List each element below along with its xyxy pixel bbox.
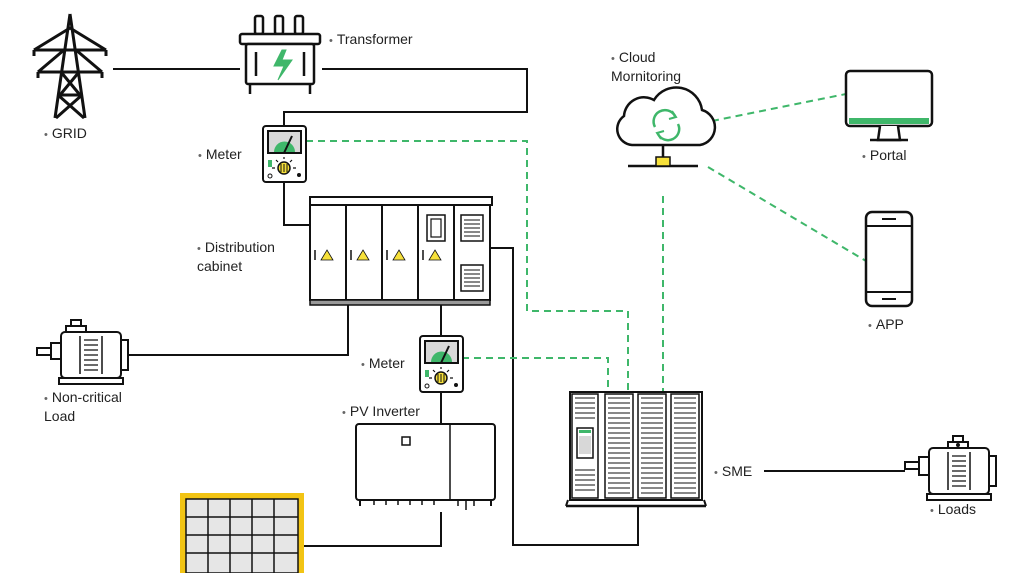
power-wires — [113, 68, 905, 547]
comm-meter-sme — [306, 140, 629, 392]
distribution-cabinet-icon — [309, 196, 493, 306]
wire-inverter-solar — [304, 512, 442, 547]
label-sme: •SME — [714, 463, 753, 479]
monitor-icon — [844, 69, 934, 142]
cloud-label-line2: Mornitoring — [611, 68, 682, 84]
label-loads: •Loads — [930, 501, 977, 517]
wire-cabinet-sme — [490, 247, 639, 546]
pv-inverter-label-text: PV Inverter — [349, 403, 420, 419]
electric-meter-icon — [419, 335, 464, 393]
transformer-icon — [238, 14, 322, 94]
sme-label-text: SME — [721, 463, 753, 479]
electric-motor-icon — [36, 319, 129, 385]
transformer-label-text: Transformer — [336, 31, 413, 47]
noncritical-label-line1: Non-critical — [51, 389, 122, 405]
transmission-tower-icon — [32, 13, 108, 120]
electric-meter-icon — [262, 125, 307, 183]
label-meter-top: •Meter — [198, 146, 242, 162]
grid-label-text: GRID — [51, 125, 87, 141]
energy-storage-cabinet-icon — [565, 391, 707, 508]
comm-cloud-app — [707, 166, 867, 262]
cloud-sync-icon — [616, 86, 717, 168]
noncritical-label-line2: Load — [44, 408, 76, 424]
label-meter-mid: •Meter — [361, 355, 405, 371]
label-transformer: •Transformer — [329, 31, 413, 47]
wire-cabinet-motor — [128, 305, 349, 356]
cloud-label-line1: Cloud — [618, 49, 656, 65]
meter-top-label-text: Meter — [205, 146, 242, 162]
loads-label-text: Loads — [937, 501, 977, 517]
wire-transformer-meter — [283, 68, 528, 126]
pv-inverter-icon — [355, 423, 496, 510]
smartphone-icon — [864, 210, 914, 308]
label-grid: •GRID — [44, 125, 87, 141]
electric-motor-icon — [904, 435, 997, 501]
meter-mid-label-text: Meter — [368, 355, 405, 371]
distribution-label-line2: cabinet — [197, 258, 243, 274]
distribution-label-line1: Distribution — [204, 239, 275, 255]
label-portal: •Portal — [862, 147, 907, 163]
comm-cloud-portal — [711, 93, 847, 122]
comm-meter2-sme — [462, 357, 609, 392]
solar-panel-icon — [180, 493, 304, 573]
label-pv-inverter: •PV Inverter — [342, 403, 420, 419]
wire-meter-cabinet — [283, 182, 312, 226]
app-label-text: APP — [875, 316, 904, 332]
portal-label-text: Portal — [869, 147, 907, 163]
comm-lines — [306, 93, 867, 392]
label-app: •APP — [868, 316, 904, 332]
